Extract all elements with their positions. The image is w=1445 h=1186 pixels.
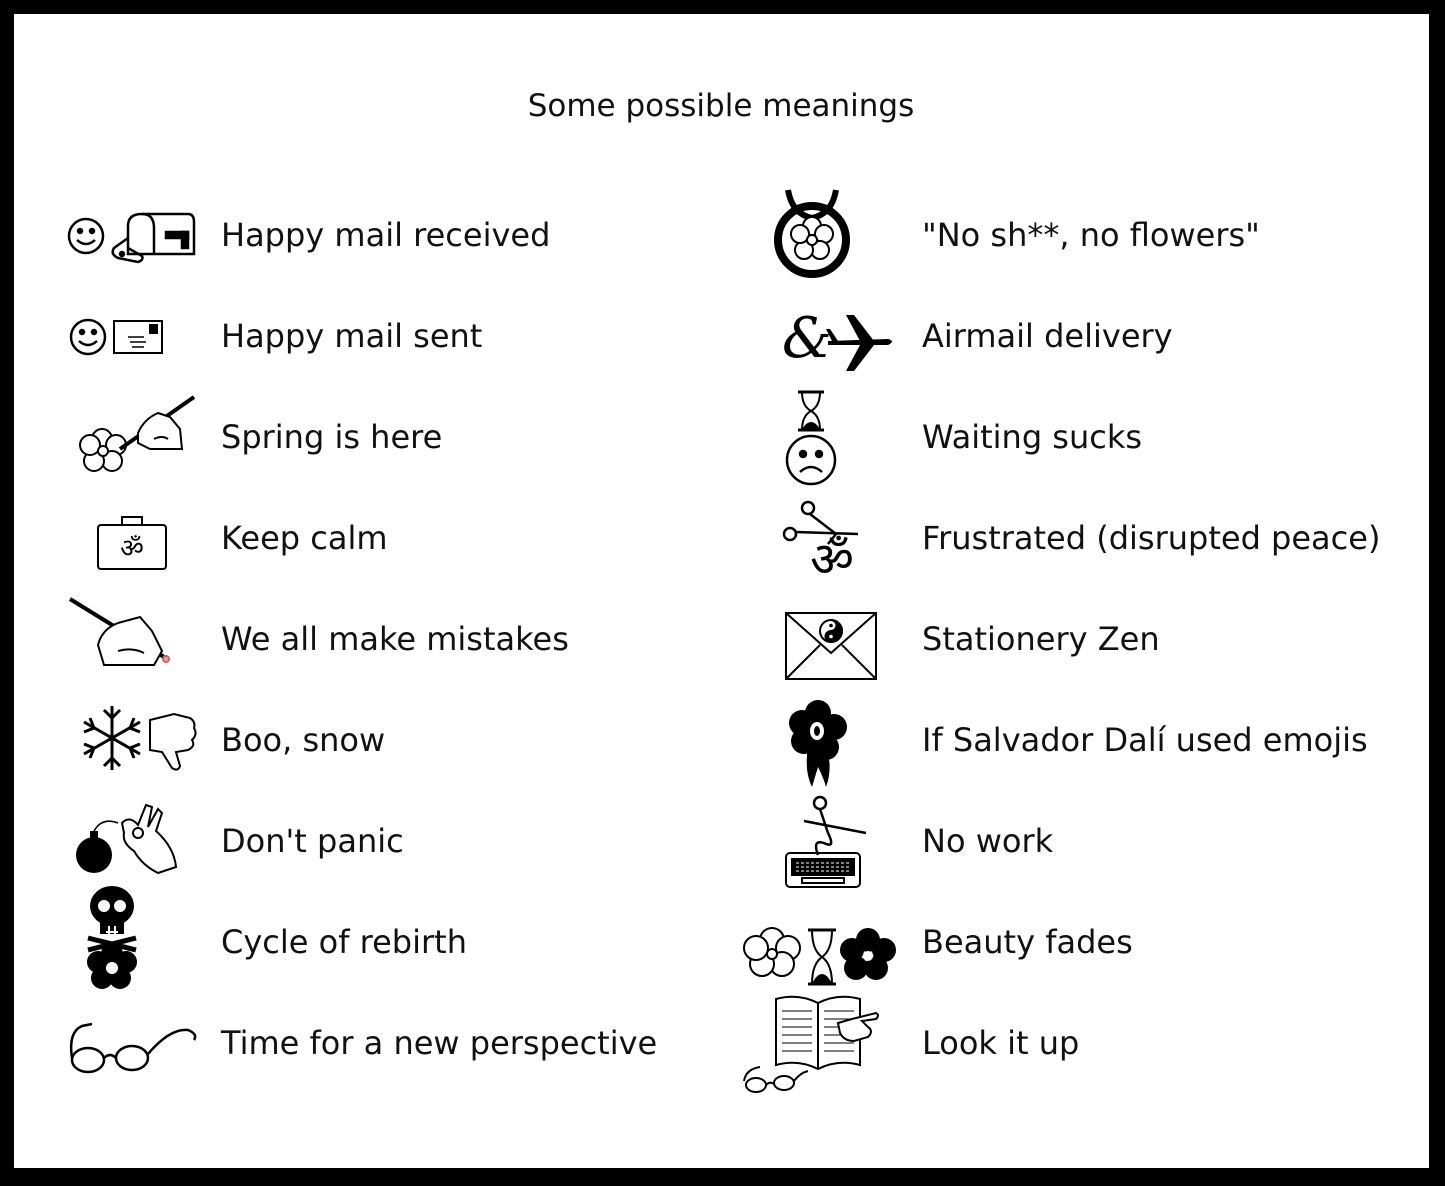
list-item: Happy mail received xyxy=(0,185,1445,286)
taurus-flower-icon xyxy=(774,188,850,278)
meaning-label: No work xyxy=(922,822,1054,860)
flower-icon xyxy=(79,427,127,472)
list-item: We all make mistakes xyxy=(0,589,1445,690)
list-item: No work xyxy=(0,791,1445,892)
list-item: Stationery Zen xyxy=(0,589,1445,690)
meaning-label: Boo, snow xyxy=(221,721,386,759)
ok-hand-icon xyxy=(120,803,178,874)
icon-group xyxy=(728,892,898,993)
meaning-label: Time for a new perspective xyxy=(221,1024,658,1062)
meaning-label: Happy mail sent xyxy=(221,317,483,355)
melting-flower-icon xyxy=(789,699,847,787)
meaning-label: Spring is here xyxy=(221,418,443,456)
list-item: & Airmail delivery xyxy=(0,286,1445,387)
snowflake-icon xyxy=(83,705,141,770)
black-flower-icon xyxy=(87,942,137,989)
writing-hand-icon xyxy=(118,394,196,451)
list-item: Waiting sucks xyxy=(0,387,1445,488)
meaning-label: If Salvador Dalí used emojis xyxy=(922,721,1368,759)
list-item: "No sh**, no flowers" xyxy=(0,185,1445,286)
meaning-label: Waiting sucks xyxy=(922,418,1143,456)
icon-group xyxy=(58,690,208,791)
mailbox-icon xyxy=(111,212,196,263)
flower-icon xyxy=(743,926,801,977)
hourglass-icon xyxy=(798,390,824,431)
icon-group xyxy=(58,589,208,690)
meaning-label: Keep calm xyxy=(221,519,388,557)
meaning-label: Look it up xyxy=(922,1024,1080,1062)
bomb-icon xyxy=(76,820,119,873)
svg-text:ॐ: ॐ xyxy=(120,534,144,564)
meaning-label: Cycle of rebirth xyxy=(221,923,467,961)
icon-group xyxy=(728,690,898,791)
thumbs-down-icon xyxy=(149,712,197,771)
om-icon: ॐ xyxy=(810,532,854,588)
meaning-label: Stationery Zen xyxy=(922,620,1160,658)
black-flower-icon xyxy=(840,927,896,980)
list-item: Beauty fades xyxy=(0,892,1445,993)
hourglass-icon xyxy=(808,928,836,985)
icon-group xyxy=(58,185,208,286)
list-item: If Salvador Dalí used emojis xyxy=(0,690,1445,791)
list-item: Boo, snow xyxy=(0,690,1445,791)
envelope-icon xyxy=(113,319,163,354)
icon-group xyxy=(728,589,898,690)
pointing-hand-icon xyxy=(836,1011,879,1042)
list-item: Spring is here xyxy=(0,387,1445,488)
list-item: Time for a new perspective xyxy=(0,993,1445,1094)
meaning-label: "No sh**, no flowers" xyxy=(922,216,1260,254)
icon-group: & xyxy=(728,286,898,387)
airplane-icon xyxy=(826,314,892,371)
icon-group xyxy=(58,885,208,993)
meaning-label: Airmail delivery xyxy=(922,317,1173,355)
meaning-label: We all make mistakes xyxy=(221,620,569,658)
list-item: Look it up xyxy=(0,993,1445,1094)
list-item: Cycle of rebirth xyxy=(0,885,1445,993)
meaning-label: Don't panic xyxy=(221,822,404,860)
glasses-icon xyxy=(69,1022,197,1073)
icon-group xyxy=(58,791,208,892)
page-title: Some possible meanings xyxy=(527,88,915,124)
scissors-icon xyxy=(803,795,867,855)
icon-group: ॐ xyxy=(728,488,898,589)
icon-group xyxy=(728,185,898,286)
smiley-icon xyxy=(69,318,107,355)
icon-group xyxy=(58,993,208,1094)
icon-group xyxy=(728,791,898,892)
list-item: Don't panic xyxy=(0,791,1445,892)
yin-yang-envelope-icon xyxy=(785,611,877,680)
list-item: Happy mail sent xyxy=(0,286,1445,387)
om-briefcase-icon: ॐ xyxy=(97,515,167,570)
icon-group xyxy=(728,387,898,488)
list-item: ॐ Keep calm xyxy=(0,488,1445,589)
meaning-label: Happy mail received xyxy=(221,216,551,254)
keyboard-icon xyxy=(785,851,861,888)
frowning-face-icon xyxy=(785,434,837,485)
glasses-icon xyxy=(743,1065,809,1093)
icon-group xyxy=(58,387,208,488)
scissors-icon xyxy=(782,500,859,545)
meaning-label: Beauty fades xyxy=(922,923,1133,961)
ampersand-icon: & xyxy=(782,306,832,371)
icon-group xyxy=(58,286,208,387)
icon-group xyxy=(728,993,898,1094)
icon-group: ॐ xyxy=(58,488,208,589)
list-item: ॐ Frustrated (disrupted peace) xyxy=(0,488,1445,589)
page-frame xyxy=(14,14,1429,1168)
writing-hand-eraser-icon xyxy=(68,596,170,666)
meaning-label: Frustrated (disrupted peace) xyxy=(922,519,1381,557)
smiley-icon xyxy=(67,217,105,254)
